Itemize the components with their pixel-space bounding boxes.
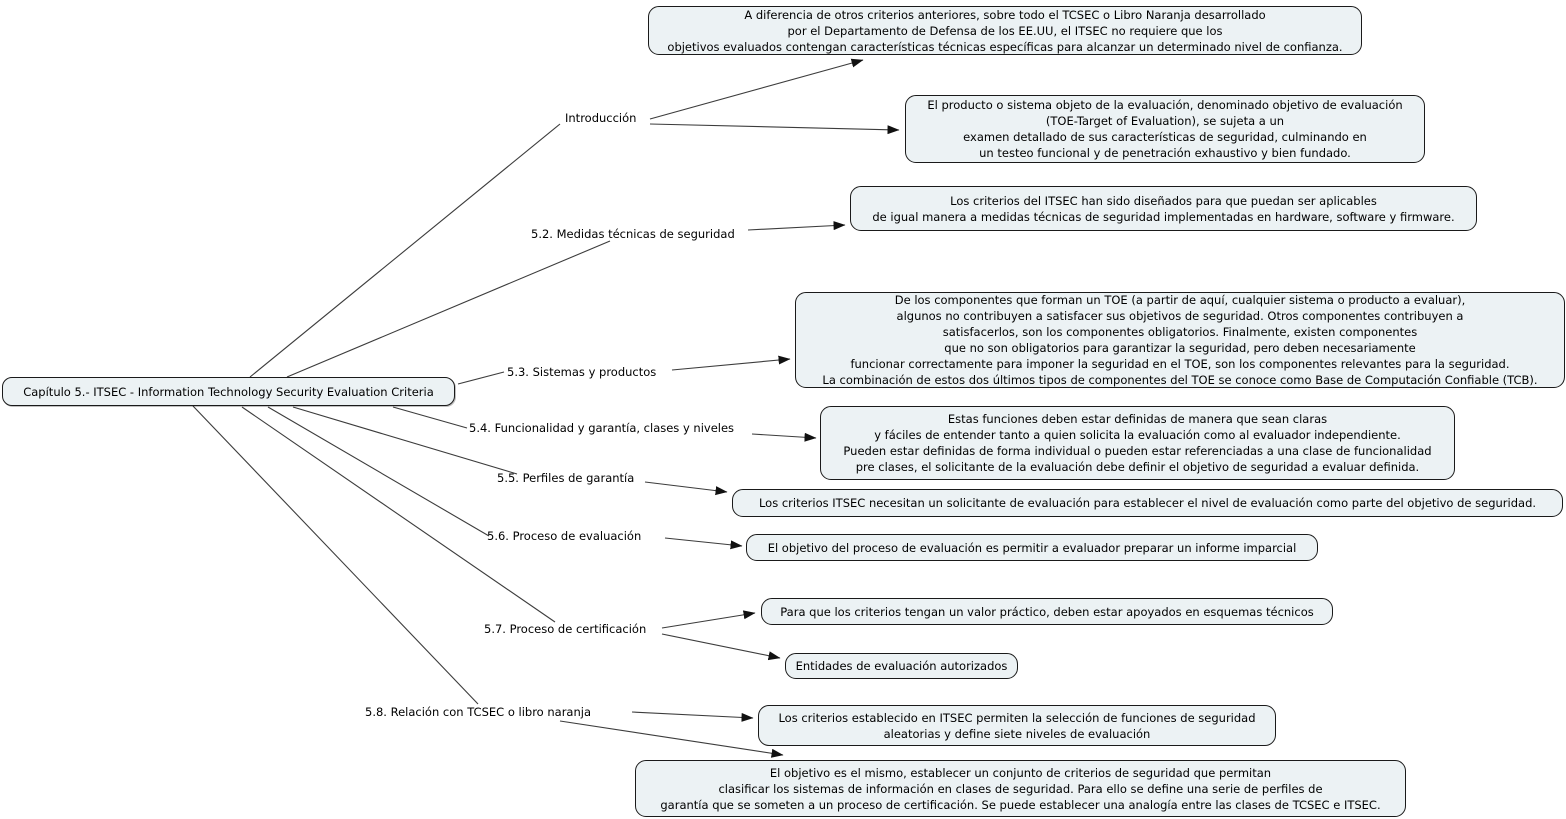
branch-line-5-4 <box>392 406 468 429</box>
note-box-esquemas-tecnicos[interactable]: Para que los criterios tengan un valor p… <box>761 598 1333 625</box>
branch-line-5-2 <box>286 240 611 378</box>
branch-line-introduccion <box>249 123 561 378</box>
arrow-5-7-note-2 <box>661 633 781 661</box>
arrow-5-2-note <box>747 221 846 231</box>
topic-label-perfiles-garantia[interactable]: 5.5. Perfiles de garantía <box>497 471 635 485</box>
branch-line-5-3 <box>457 371 505 385</box>
note-box-componentes-toe[interactable]: De los componentes que forman un TOE (a … <box>795 292 1565 388</box>
arrow-5-7-note-1 <box>661 610 756 629</box>
topic-label-proceso-certificacion[interactable]: 5.7. Proceso de certificación <box>484 622 647 636</box>
note-box-funciones-definidas[interactable]: Estas funciones deben estar definidas de… <box>820 406 1455 480</box>
arrow-introduccion-note-1 <box>649 58 864 120</box>
arrow-5-8-note-1 <box>631 711 754 722</box>
topic-label-sistemas-productos[interactable]: 5.3. Sistemas y productos <box>507 365 657 379</box>
note-box-solicitante-nivel[interactable]: Los criterios ITSEC necesitan un solicit… <box>732 489 1563 517</box>
note-box-tcsec-diferencia[interactable]: A diferencia de otros criterios anterior… <box>648 6 1362 55</box>
topic-label-medidas-tecnicas[interactable]: 5.2. Medidas técnicas de seguridad <box>531 227 735 241</box>
note-box-toe-examen[interactable]: El producto o sistema objeto de la evalu… <box>905 95 1425 163</box>
arrow-5-4-note <box>751 432 817 442</box>
topic-label-funcionalidad-garantia[interactable]: 5.4. Funcionalidad y garantía, clases y … <box>469 421 735 435</box>
topic-label-relacion-tcsec[interactable]: 5.8. Relación con TCSEC o libro naranja <box>365 705 592 719</box>
branch-line-5-6 <box>267 406 490 537</box>
topic-label-proceso-evaluacion[interactable]: 5.6. Proceso de evaluación <box>487 529 642 543</box>
root-node[interactable]: Capítulo 5.- ITSEC - Information Technol… <box>2 377 455 406</box>
note-box-siete-niveles[interactable]: Los criterios establecido en ITSEC permi… <box>758 705 1276 746</box>
branch-line-5-5 <box>292 406 518 475</box>
arrow-5-3-note <box>671 355 791 371</box>
branch-line-5-8 <box>192 405 479 705</box>
arrow-introduccion-note-2 <box>649 123 900 135</box>
note-box-objetivo-analogia[interactable]: El objetivo es el mismo, establecer un c… <box>635 760 1406 817</box>
note-box-medidas-aplicables[interactable]: Los criterios del ITSEC han sido diseñad… <box>850 186 1477 231</box>
note-box-informe-imparcial[interactable]: El objetivo del proceso de evaluación es… <box>746 534 1318 561</box>
branch-line-5-7 <box>241 406 556 623</box>
arrow-5-5-note <box>644 481 728 496</box>
arrow-5-6-note <box>664 537 743 550</box>
note-box-entidades-autorizadas[interactable]: Entidades de evaluación autorizados <box>785 653 1018 679</box>
arrow-5-8-note-2 <box>559 720 784 758</box>
topic-label-introduccion[interactable]: Introducción <box>565 111 637 125</box>
